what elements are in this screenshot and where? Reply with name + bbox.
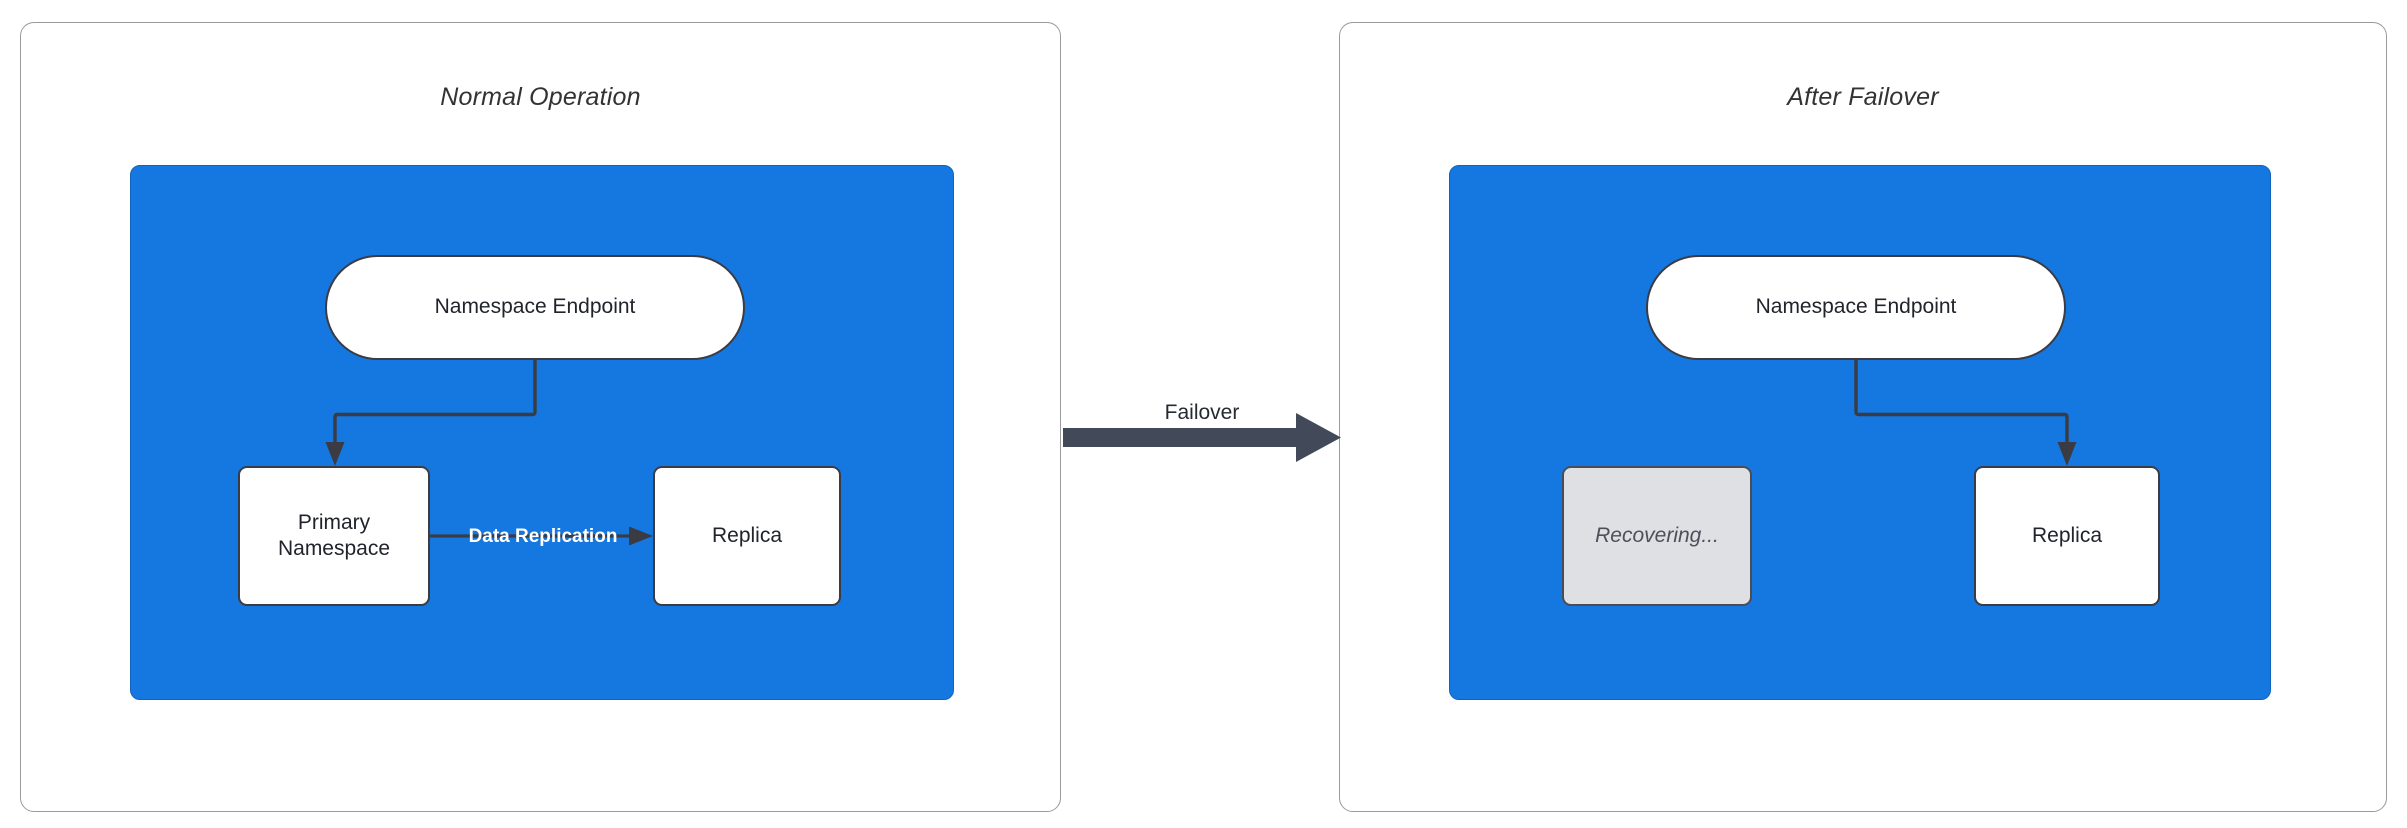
node-label-line2: Namespace xyxy=(277,537,391,560)
node-replica-failover[interactable]: Replica xyxy=(1974,466,2160,606)
node-namespace-endpoint-normal[interactable]: Namespace Endpoint xyxy=(325,255,745,360)
panel-title-after-failover: After Failover xyxy=(1787,83,1939,111)
node-label: Recovering... xyxy=(1595,523,1719,547)
node-label-line1: Primary xyxy=(297,510,371,534)
region-normal-operation xyxy=(130,165,954,700)
panel-title-normal-operation: Normal Operation xyxy=(440,83,641,111)
node-recovering[interactable]: Recovering... xyxy=(1562,466,1752,606)
node-label: Namespace Endpoint xyxy=(434,295,636,319)
edge-label-failover: Failover xyxy=(1164,401,1240,424)
edge-label-data-replication: Data Replication xyxy=(468,526,618,547)
node-namespace-endpoint-failover[interactable]: Namespace Endpoint xyxy=(1646,255,2066,360)
region-after-failover xyxy=(1449,165,2271,700)
node-primary-namespace[interactable]: Primary Namespace xyxy=(238,466,430,606)
node-label: Primary Namespace xyxy=(278,510,390,563)
node-label: Replica xyxy=(711,523,783,547)
node-label: Replica xyxy=(2031,523,2103,547)
node-label: Namespace Endpoint xyxy=(1755,295,1957,319)
node-replica-normal[interactable]: Replica xyxy=(653,466,841,606)
